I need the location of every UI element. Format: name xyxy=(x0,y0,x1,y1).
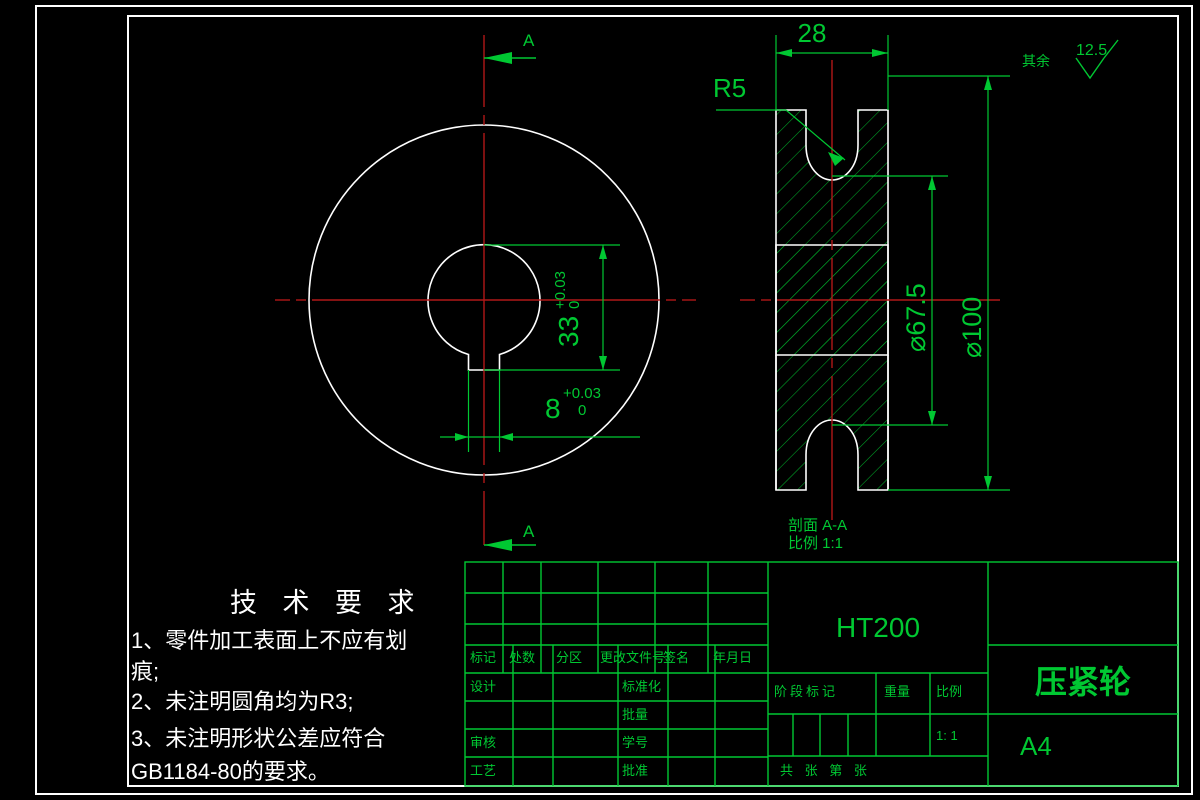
surface-roughness-icon xyxy=(1075,39,1119,80)
section-mark-top-label: A xyxy=(523,31,535,50)
section-outline-top xyxy=(775,109,889,356)
dimension-bore-upper-tol: +0.03 xyxy=(552,271,569,309)
title-block-rev-header-0: 标记 xyxy=(470,650,496,665)
title-block-role-mid-2: 学号 xyxy=(622,735,648,750)
dimension-groove-radius-r5: R5 xyxy=(713,73,846,166)
surface-finish-value: 12.5 xyxy=(1076,42,1107,59)
section-outline-bottom xyxy=(775,244,889,491)
technical-note-line-5: GB1184-80的要求。 xyxy=(131,759,330,784)
title-block-stage-mark-label: 阶段标记 xyxy=(774,684,838,699)
section-mark-bottom-label: A xyxy=(523,522,535,541)
front-view-centerlines xyxy=(275,35,696,545)
title-block-role-mid-3: 批准 xyxy=(622,763,648,778)
title-block-rev-header-2: 分区 xyxy=(556,650,582,665)
title-block-text: 标记 处数 分区 更改文件号 签名 年月日 设计 审核 工艺 标准化 批量 学号… xyxy=(470,612,1131,778)
sheet-outer-border xyxy=(35,5,1193,795)
title-block-role-left-0: 设计 xyxy=(470,679,496,694)
dimension-keyway-lower-tol: 0 xyxy=(578,402,586,419)
title-block-scale-label: 比例 xyxy=(936,684,962,699)
sheet-inner-frame xyxy=(127,15,1179,787)
dimension-bore-33: 33 +0.03 0 xyxy=(484,244,620,371)
dimension-outer-dia-value: ⌀100 xyxy=(957,297,987,358)
technical-note-line-2: 痕; xyxy=(131,659,159,684)
section-mark-bottom: A xyxy=(484,522,536,551)
title-block-outer xyxy=(464,561,1179,787)
section-hatch-bottom xyxy=(776,245,888,490)
dimension-groove-radius-value: R5 xyxy=(713,73,746,103)
technical-note-line-4: 3、未注明形状公差应符合 xyxy=(131,726,385,751)
title-block xyxy=(464,561,1179,787)
dimension-width-28: 28 xyxy=(775,18,889,110)
section-centerlines xyxy=(740,60,1000,520)
title-block-rev-header-4: 签名 xyxy=(663,650,689,665)
dimension-keyway-upper-tol: +0.03 xyxy=(563,385,601,402)
dimension-bore-lower-tol: 0 xyxy=(566,301,583,309)
title-block-sheet-label: 共 张 第 张 xyxy=(780,763,871,778)
dimension-bore-value: 33 xyxy=(553,316,584,347)
dimension-width-value: 28 xyxy=(798,18,827,48)
front-view: A A 33 +0.03 0 8 xyxy=(275,31,696,551)
surface-finish-label: 其余 xyxy=(1022,53,1050,69)
section-caption-line2: 比例 1:1 xyxy=(788,535,843,552)
surface-finish-note: 其余 12.5 xyxy=(1022,39,1119,80)
title-block-rev-header-5: 年月日 xyxy=(713,650,752,665)
dimension-groove-dia-675: ⌀67.5 xyxy=(832,175,948,426)
title-block-rev-header-3: 更改文件号 xyxy=(600,650,665,665)
section-caption-line1: 剖面 A-A xyxy=(788,517,847,534)
title-block-sheet-size: A4 xyxy=(1020,731,1052,761)
dimension-outer-dia-100: ⌀100 xyxy=(888,75,1010,491)
dimension-keyway-8: 8 +0.03 0 xyxy=(440,370,640,452)
section-mark-top: A xyxy=(484,31,536,64)
title-block-role-left-2: 审核 xyxy=(470,735,496,750)
dimension-keyway-value: 8 xyxy=(545,393,561,424)
title-block-material: HT200 xyxy=(836,612,920,643)
title-block-scale-value: 1: 1 xyxy=(936,728,958,743)
title-block-role-mid-0: 标准化 xyxy=(622,679,661,694)
title-block-part-name: 压紧轮 xyxy=(1035,664,1131,700)
section-view-a-a: 28 R5 ⌀67.5 ⌀100 剖面 A-A xyxy=(713,18,1010,552)
title-block-role-mid-1: 批量 xyxy=(622,707,648,722)
technical-note-line-3: 2、未注明圆角均为R3; xyxy=(131,689,353,714)
section-bore-walls xyxy=(775,355,889,490)
dimension-groove-dia-value: ⌀67.5 xyxy=(901,283,931,352)
technical-notes-heading: 技 术 要 求 xyxy=(230,588,424,618)
title-block-rev-header-1: 处数 xyxy=(509,650,535,665)
technical-note-line-1: 1、零件加工表面上不应有划 xyxy=(131,628,407,653)
technical-notes: 技 术 要 求 1、零件加工表面上不应有划 痕; 2、未注明圆角均为R3; 3、… xyxy=(131,588,424,784)
title-block-role-left-3: 工艺 xyxy=(470,763,496,778)
title-block-weight-label: 重量 xyxy=(884,684,910,699)
